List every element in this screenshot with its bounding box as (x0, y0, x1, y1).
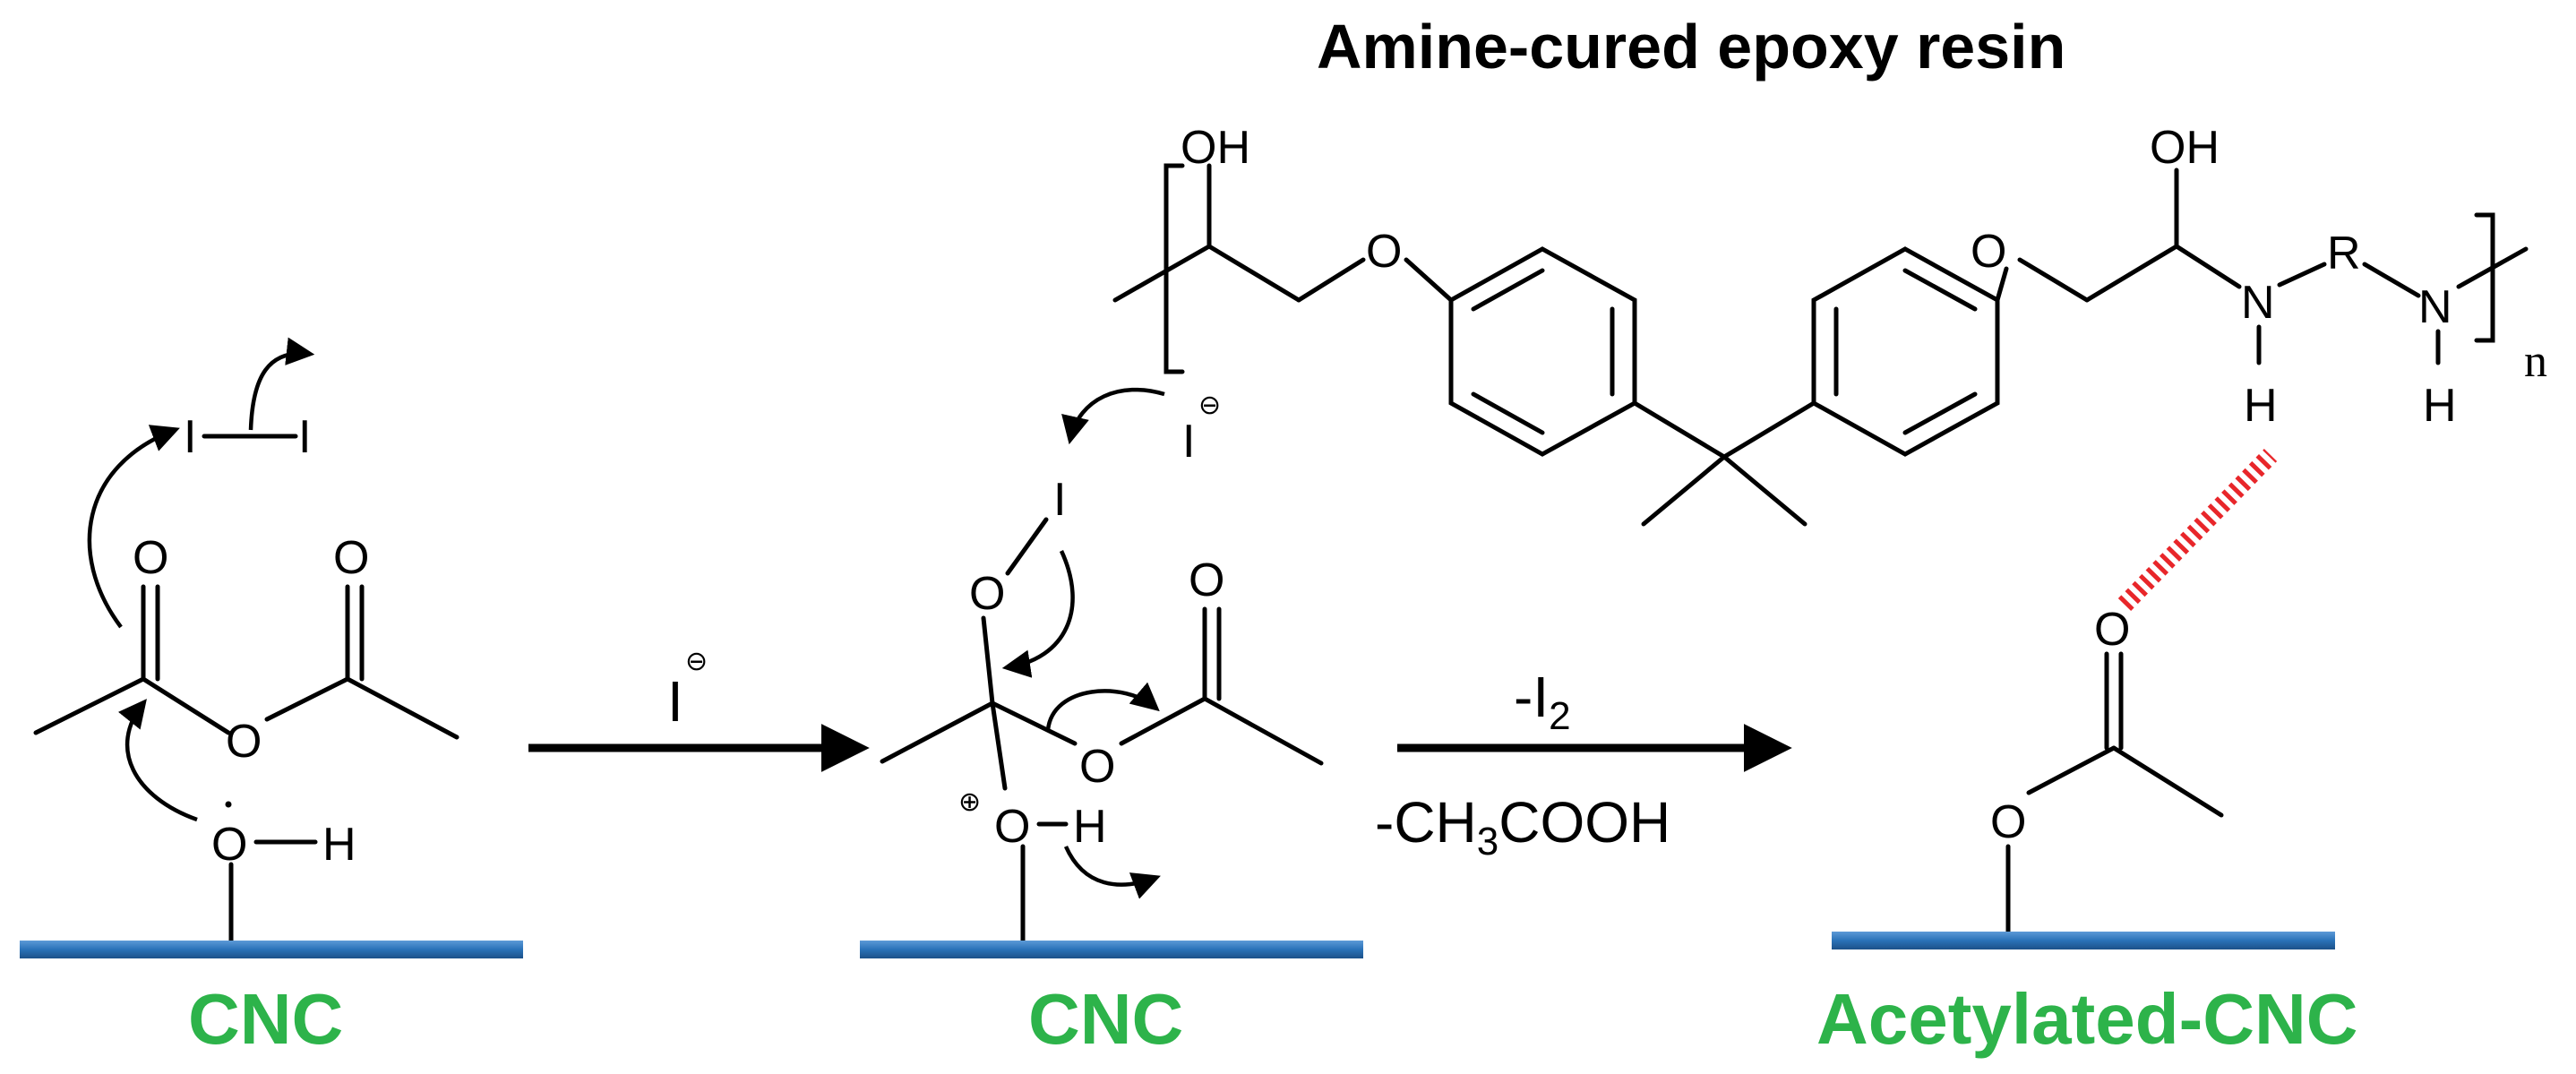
iodide-ion: I (1182, 416, 1195, 468)
amine-nitrogen-2: N (2418, 281, 2452, 333)
epoxy-oh-1: OH (1181, 122, 1250, 174)
oxonium-plus-charge: ⊕ (958, 786, 981, 818)
acetyl-ester-oxygen: O (1990, 796, 2026, 848)
iodide-minus-charge: ⊖ (1198, 390, 1221, 421)
r-group: R (2327, 228, 2361, 279)
panel-1-reactants: I I O O O O H CNC (20, 337, 523, 1059)
amine-nitrogen-1: N (2241, 277, 2275, 329)
iodine-atom-2: I (298, 411, 311, 463)
curved-arrow-oh-break (1063, 846, 1161, 899)
reaction-step-1: I ⊖ (528, 646, 870, 772)
epoxy-ether-oxygen-1: O (1366, 226, 1402, 278)
cnc-surface-3 (1832, 932, 2335, 949)
cnc-surface-2 (860, 941, 1363, 958)
carbonyl-oxygen-1: O (133, 532, 168, 584)
amine-hydrogen-2: H (2423, 380, 2457, 432)
epoxy-ether-oxygen-2: O (1971, 226, 2006, 278)
curved-arrow-iodine-bond (248, 337, 315, 431)
curved-arrow-ester-leave (1045, 682, 1160, 731)
cnc-label-3: Acetylated-CNC (1816, 979, 2358, 1059)
cnc-label-2: CNC (1028, 979, 1183, 1059)
cnc-label-1: CNC (188, 979, 343, 1059)
hydroxyl-oxygen: O (211, 819, 247, 871)
reaction-step-2: -I2 -CH3COOH (1375, 665, 1792, 863)
repeat-unit-n: n (2524, 336, 2547, 387)
hydrogen-bond (2117, 449, 2278, 611)
oi-oxygen: O (969, 568, 1005, 620)
panel-2-intermediate: I ⊖ O I O O O ⊕ H CNC (860, 387, 1363, 1059)
curved-arrow-oi-break (1001, 550, 1075, 678)
step1-reagent-label: I (667, 669, 683, 734)
oxonium-oxygen: O (994, 801, 1030, 853)
step2-bottom-label: -CH3COOH (1375, 790, 1670, 863)
iodine-atom-1: I (184, 411, 196, 463)
ester-oxygen: O (1079, 741, 1115, 793)
step2-top-label: -I2 (1514, 665, 1571, 738)
curved-arrow-carbonyl-to-iodine (87, 425, 180, 629)
epoxy-resin-structure: OH O O OH N H R N H (1112, 122, 2547, 527)
curved-arrow-oh-attack (117, 699, 198, 822)
step1-minus-charge: ⊖ (685, 646, 708, 677)
carbonyl-oxygen-3: O (1189, 554, 1224, 606)
panel-3-product: O O Acetylated-CNC (1816, 449, 2358, 1059)
cnc-surface-1 (20, 941, 523, 958)
hydroxyl-hydrogen: H (322, 819, 356, 871)
acetyl-carbonyl-oxygen: O (2094, 604, 2130, 656)
figure-title: Amine-cured epoxy resin (1317, 12, 2065, 82)
carbonyl-oxygen-2: O (333, 532, 369, 584)
amine-hydrogen-1: H (2244, 380, 2278, 432)
oxonium-hydrogen: H (1073, 801, 1107, 853)
curved-arrow-iodide-attack (1061, 387, 1165, 445)
epoxy-oh-2: OH (2150, 122, 2220, 174)
oi-iodine: I (1053, 474, 1066, 526)
bridge-oxygen: O (226, 716, 262, 768)
